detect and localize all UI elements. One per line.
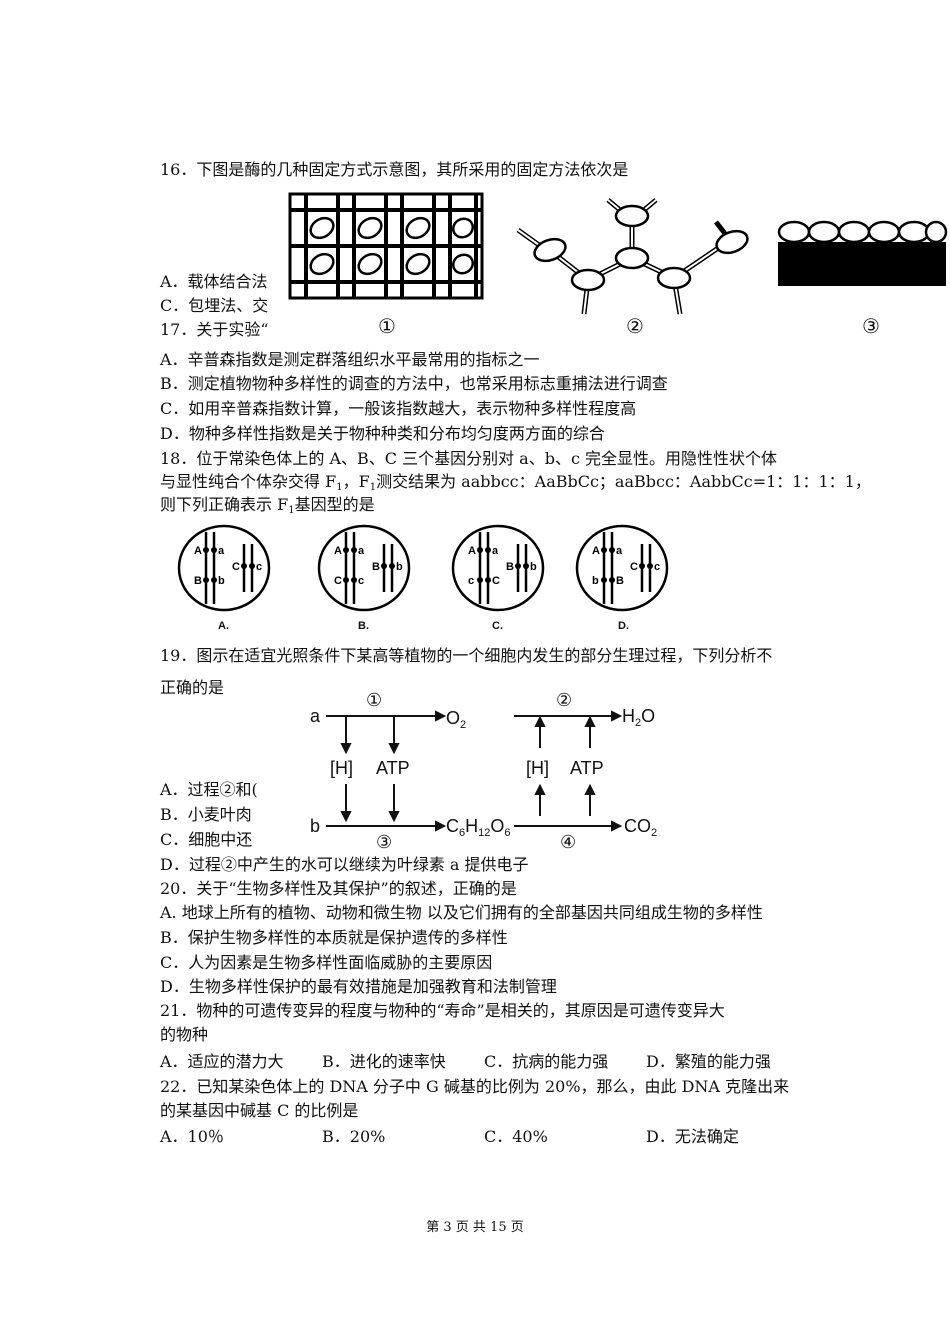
q20-option-b: B．保护生物多样性的本质就是保护遗传的多样性 <box>160 928 508 947</box>
svg-text:A: A <box>592 545 600 557</box>
q21-options: A．适应的潜力大 B．进化的速率快 C．抗病的能力强 D．繁殖的能力强 <box>160 1052 808 1072</box>
q21-option-a: A．适应的潜力大 <box>160 1052 284 1071</box>
svg-text:a: a <box>218 545 225 557</box>
svg-text:C: C <box>232 561 240 573</box>
q16-stem: 16．下图是酶的几种固定方式示意图，其所采用的固定方法依次是 <box>160 160 629 179</box>
q20-option-a: A. 地球上所有的植物、动物和微生物 以及它们拥有的全部基因共同组成生物的多样性 <box>160 903 763 922</box>
diag-h-left: [H] <box>330 758 353 778</box>
q18-stem-line2: 与显性纯合个体杂交得 F1，F1测交结果为 aabbcc：AaBbCc；aaBb… <box>160 472 871 493</box>
q22-option-c: C．40% <box>484 1127 548 1146</box>
q17-option-c: C．如用辛普森指数计算，一般该指数越大，表示物种多样性程度高 <box>160 399 637 418</box>
diag-atp-right: ATP <box>570 758 604 778</box>
svg-text:B: B <box>616 575 624 587</box>
q22-option-d: D．无法确定 <box>646 1127 739 1146</box>
svg-text:c: c <box>256 561 262 573</box>
q17-option-d: D．物种多样性指数是关于物种种类和分布均匀度两方面的综合 <box>160 424 605 443</box>
q19-option-b: B．小麦叶肉 <box>160 805 252 824</box>
svg-text:A: A <box>468 545 476 557</box>
q20-stem: 20．关于“生物多样性及其保护”的叙述，正确的是 <box>160 879 517 898</box>
q22-option-a: A．10％ <box>160 1127 224 1146</box>
diag-b: b <box>310 816 320 836</box>
fig16-label-3: ③ <box>862 314 880 338</box>
q17-option-a: A．辛普森指数是测定群落组织水平最常用的指标之一 <box>160 350 540 369</box>
q22-stem-line2: 的某基因中碱基 C 的比例是 <box>160 1101 359 1120</box>
svg-text:c: c <box>654 561 660 573</box>
svg-text:A: A <box>334 545 342 557</box>
q20-option-d: D．生物多样性保护的最有效措施是加强教育和法制管理 <box>160 977 557 996</box>
circle-label-d: D. <box>618 620 629 632</box>
q21-option-d: D．繁殖的能力强 <box>646 1052 771 1071</box>
diag-n2: ② <box>556 690 572 710</box>
q20-option-c: C．人为因素是生物多样性面临威胁的主要原因 <box>160 953 493 972</box>
q22-options: A．10％ B．20% C．40% D．无法确定 <box>160 1127 808 1147</box>
q21-option-b: B．进化的速率快 <box>322 1052 446 1071</box>
svg-text:C: C <box>630 561 638 573</box>
q17-stem: 17．关于实验“ <box>160 320 269 339</box>
svg-text:B: B <box>506 561 514 573</box>
diag-n4: ④ <box>560 832 576 852</box>
svg-text:a: a <box>616 545 623 557</box>
q19-option-a: A．过程②和( <box>160 780 258 799</box>
q18-stem-line1: 18．位于常染色体上的 A、B、C 三个基因分别对 a、b、c 完全显性。用隐性… <box>160 449 778 468</box>
q19-stem-line1: 19．图示在适宜光照条件下某高等植物的一个细胞内发生的部分生理过程，下列分析不 <box>160 646 773 665</box>
q16-option-c: C．包埋法、交 <box>160 296 269 315</box>
svg-text:B: B <box>372 561 380 573</box>
diag-atp-left: ATP <box>376 758 410 778</box>
enzyme-crosslink-figure <box>516 198 749 315</box>
q21-stem-line2: 的物种 <box>160 1025 209 1044</box>
svg-text:b: b <box>592 575 599 587</box>
svg-text:c: c <box>358 575 364 587</box>
diag-n3: ③ <box>376 832 392 852</box>
fig16-label-1: ① <box>378 314 396 338</box>
diag-co2: CO2 <box>624 816 657 839</box>
photosynthesis-respiration-diagram: a b ① ② ③ ④ [H] ATP [H] ATP O2 H2O C6H12… <box>310 690 657 852</box>
q19-option-c: C．细胞中还 <box>160 830 253 849</box>
svg-text:B: B <box>194 575 202 587</box>
svg-text:A: A <box>194 545 202 557</box>
svg-text:a: a <box>492 545 499 557</box>
diag-a: a <box>310 706 321 726</box>
svg-text:C: C <box>492 575 500 587</box>
circle-label-b: B. <box>358 620 369 632</box>
diag-glucose: C6H12O6 <box>446 816 511 839</box>
diag-o2: O2 <box>446 708 466 731</box>
q22-option-b: B．20% <box>322 1127 386 1146</box>
q19-stem-line2: 正确的是 <box>160 678 225 697</box>
svg-text:c: c <box>468 575 474 587</box>
q22-stem-line1: 22．已知某染色体上的 DNA 分子中 G 碱基的比例为 20%，那么，由此 D… <box>160 1077 790 1096</box>
svg-text:b: b <box>396 561 403 573</box>
svg-text:a: a <box>358 545 365 557</box>
svg-text:b: b <box>218 575 225 587</box>
svg-text:C: C <box>334 575 342 587</box>
q21-option-c: C．抗病的能力强 <box>484 1052 609 1071</box>
enzyme-carrier-figure <box>777 220 948 286</box>
q21-stem-line1: 21．物种的可遗传变异的程度与物种的“寿命”是相关的，其原因是可遗传变异大 <box>160 1001 725 1020</box>
circle-label-c: C. <box>492 620 503 632</box>
page-footer: 第 3 页 共 15 页 <box>426 1220 524 1235</box>
fig16-label-2: ② <box>626 314 644 338</box>
q16-option-a: A．载体结合法 <box>160 272 268 291</box>
q17-option-b: B．测定植物物种多样性的调查的方法中，也常采用标志重捕法进行调查 <box>160 374 668 393</box>
circle-label-a: A. <box>218 620 229 632</box>
q18-stem-line3: 则下列正确表示 F1基因型的是 <box>160 495 375 516</box>
diag-h-right: [H] <box>526 758 549 778</box>
diag-n1: ① <box>366 690 382 710</box>
enzyme-embedding-figure <box>288 192 484 300</box>
q19-option-d: D．过程②中产生的水可以继续为叶绿素 a 提供电子 <box>160 855 529 874</box>
diag-h2o: H2O <box>622 706 655 729</box>
svg-text:b: b <box>530 561 537 573</box>
